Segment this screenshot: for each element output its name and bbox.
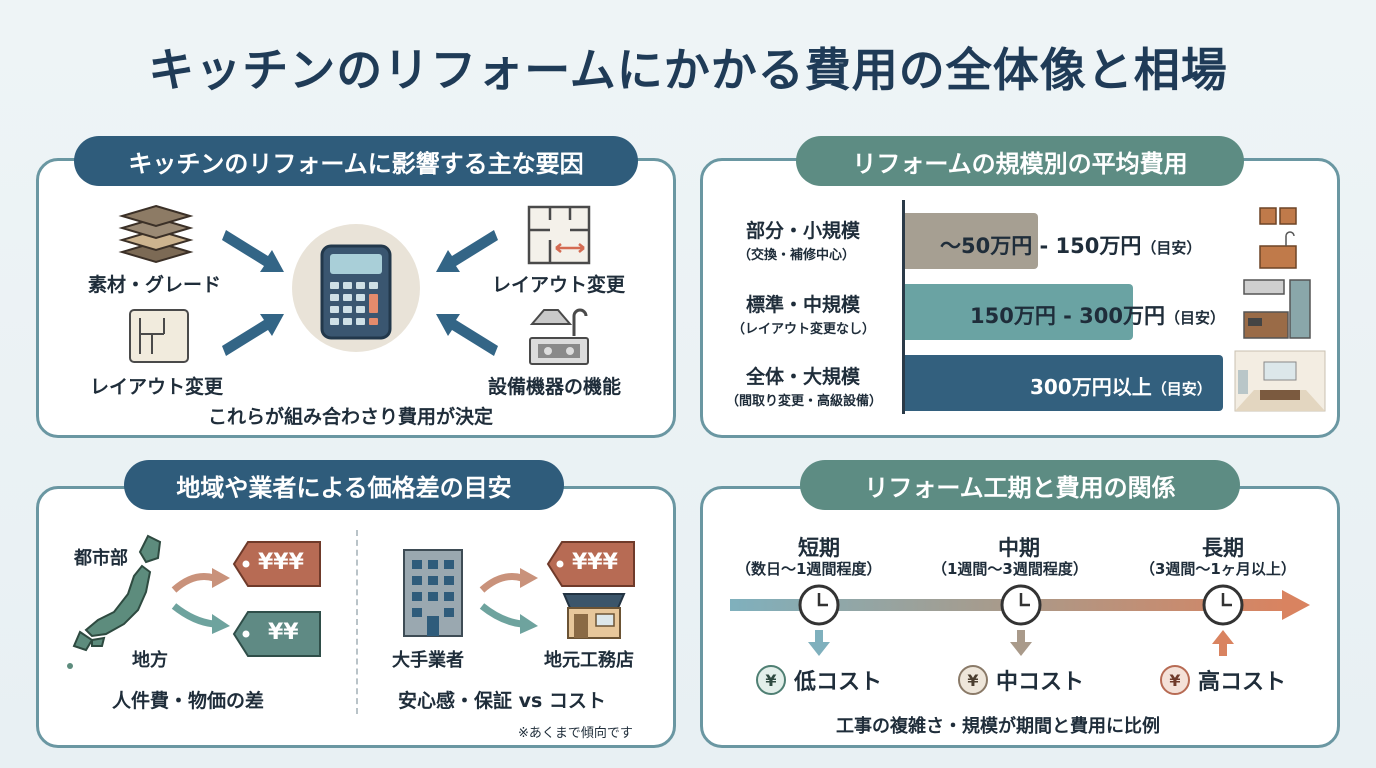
japan-map-icon bbox=[62, 532, 174, 672]
clock-icon bbox=[1202, 584, 1244, 626]
floorplan-scroll-icon bbox=[124, 304, 194, 368]
cost-mid-text: 中コスト bbox=[996, 670, 1085, 695]
yen-coin-icon: ¥ bbox=[958, 665, 988, 695]
period-mid-label: 中期 bbox=[998, 536, 1040, 560]
factors-heading: キッチンのリフォームに影響する主な要因 bbox=[74, 136, 638, 186]
region-left-caption: 人件費・物価の差 bbox=[112, 690, 265, 712]
price-tag-high-text: ¥¥¥ bbox=[258, 550, 304, 575]
clock-icon bbox=[1000, 584, 1042, 626]
cost-low: ¥ 低コスト bbox=[756, 664, 882, 696]
scale-range: 〜50万円 - 150万円（目安） bbox=[940, 230, 1201, 260]
scale-row-label: 標準・中規模 bbox=[746, 294, 861, 316]
scale-axis bbox=[902, 200, 905, 414]
scale-range: 150万円 - 300万円（目安） bbox=[970, 300, 1225, 330]
scale-note: （目安） bbox=[1141, 239, 1202, 257]
cabinet-icon bbox=[1256, 206, 1300, 270]
scale-bar bbox=[905, 284, 1133, 340]
factor-layout-right-label: レイアウト変更 bbox=[492, 274, 626, 296]
factor-material-label: 素材・グレード bbox=[88, 274, 222, 296]
scale-row-label: 部分・小規模 bbox=[746, 220, 861, 242]
price-tag-low: ¥¥ bbox=[232, 610, 324, 658]
scale-range: 300万円以上（目安） bbox=[1030, 371, 1212, 400]
period-long-label: 長期 bbox=[1202, 536, 1244, 560]
page-title: キッチンのリフォームにかかる費用の全体像と相場 bbox=[148, 43, 1228, 97]
scale-range-text: 〜50万円 - 150万円 bbox=[940, 234, 1142, 258]
scale-bar bbox=[905, 213, 1038, 269]
cost-mid: ¥ 中コスト bbox=[958, 664, 1084, 696]
yen-coin-icon: ¥ bbox=[1160, 665, 1190, 695]
arrow-up-icon bbox=[1212, 630, 1234, 656]
period-caption: 工事の複雑さ・規模が期間と費用に比例 bbox=[836, 716, 1160, 737]
region-note: ※あくまで傾向です bbox=[518, 726, 633, 741]
full-kitchen-icon bbox=[1234, 350, 1326, 412]
price-tag-high: ¥¥¥ bbox=[546, 540, 638, 588]
material-stack-icon bbox=[118, 202, 194, 266]
scale-heading: リフォームの規模別の平均費用 bbox=[796, 136, 1244, 186]
scale-note: （目安） bbox=[1151, 380, 1212, 398]
arrows-in bbox=[210, 220, 510, 370]
scale-range-text: 150万円 - 300万円 bbox=[970, 304, 1166, 328]
rural-label: 地方 bbox=[132, 650, 168, 671]
arrow-down-icon bbox=[1010, 630, 1032, 656]
scale-row-label: 全体・大規模 bbox=[746, 366, 861, 388]
local-contractor-label: 地元工務店 bbox=[544, 650, 634, 671]
price-tag-high: ¥¥¥ bbox=[232, 540, 324, 588]
cost-high-text: 高コスト bbox=[1198, 670, 1287, 695]
period-mid-sub: （1週間〜3週間程度） bbox=[932, 560, 1088, 578]
office-building-icon bbox=[400, 546, 466, 638]
region-divider bbox=[356, 530, 358, 714]
scale-bar bbox=[905, 355, 1223, 411]
price-tag-high-text: ¥¥¥ bbox=[572, 550, 618, 575]
trend-arrows-left bbox=[170, 560, 242, 640]
factor-equipment-label: 設備機器の機能 bbox=[488, 376, 622, 398]
calculator-icon bbox=[292, 224, 420, 352]
factor-layout-left-label: レイアウト変更 bbox=[90, 376, 224, 398]
price-tag-low-text: ¥¥ bbox=[268, 620, 299, 645]
floorplan-icon bbox=[526, 204, 592, 266]
trend-arrows-right bbox=[478, 560, 550, 640]
scale-row-sub: （交換・補修中心） bbox=[738, 248, 856, 263]
region-right-caption: 安心感・保証 vs コスト bbox=[398, 690, 606, 712]
yen-coin-icon: ¥ bbox=[756, 665, 786, 695]
big-contractor-label: 大手業者 bbox=[392, 650, 464, 671]
cost-low-text: 低コスト bbox=[794, 670, 883, 695]
stove-icon bbox=[526, 304, 592, 368]
period-long-sub: （3週間〜1ヶ月以上） bbox=[1140, 560, 1296, 578]
clock-icon bbox=[798, 584, 840, 626]
local-store-icon bbox=[562, 590, 626, 640]
factors-conclusion: これらが組み合わさり費用が決定 bbox=[208, 406, 494, 428]
cost-high: ¥ 高コスト bbox=[1160, 664, 1286, 696]
region-heading: 地域や業者による価格差の目安 bbox=[124, 460, 564, 510]
scale-note: （目安） bbox=[1165, 309, 1226, 327]
period-short-label: 短期 bbox=[798, 536, 840, 560]
scale-row-sub: （間取り変更・高級設備） bbox=[726, 394, 883, 409]
urban-label: 都市部 bbox=[74, 548, 128, 569]
scale-row-sub: （レイアウト変更なし） bbox=[732, 322, 876, 337]
period-heading: リフォーム工期と費用の関係 bbox=[800, 460, 1240, 510]
kitchen-unit-icon bbox=[1242, 278, 1312, 342]
arrow-down-icon bbox=[808, 630, 830, 656]
scale-range-text: 300万円以上 bbox=[1030, 375, 1152, 399]
period-short-sub: （数日〜1週間程度） bbox=[736, 560, 882, 578]
